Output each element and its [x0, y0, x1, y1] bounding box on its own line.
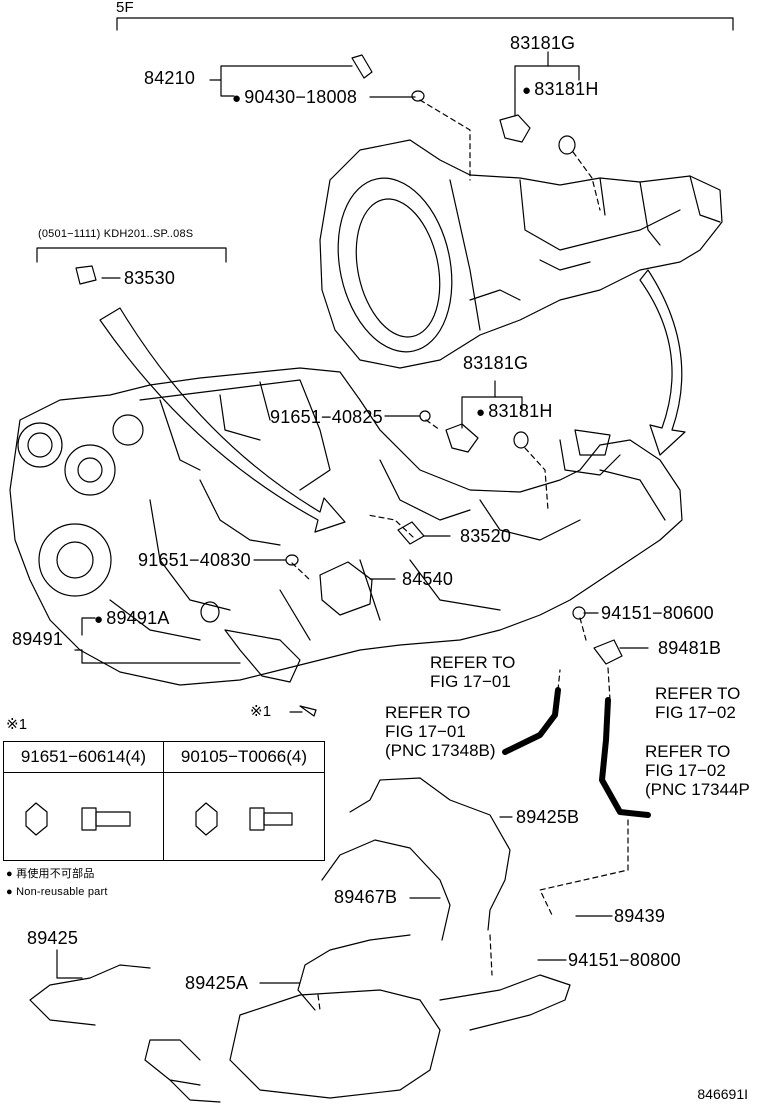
part-83520-glyph — [397, 521, 425, 545]
part-83181-top-glyph — [499, 114, 576, 155]
part-84540-glyph — [319, 561, 373, 616]
kit-table-title: ※1 — [6, 716, 28, 733]
part-91651-40825-glyph — [419, 410, 431, 422]
corner-code: 5F — [116, 0, 134, 16]
refer-note-1[interactable]: REFER TO FIG 17−01 — [430, 653, 515, 691]
part-89491A-glyph — [200, 601, 220, 623]
leader-lines — [56, 51, 649, 984]
part-83181-mid-glyph — [445, 423, 529, 453]
label-89491A[interactable]: 89491A — [94, 609, 170, 627]
figure-id: 846691I — [697, 1086, 748, 1102]
label-83530[interactable]: 83530 — [124, 268, 176, 288]
label-89439[interactable]: 89439 — [614, 906, 666, 926]
harness-89425A — [297, 934, 411, 1011]
label-83520[interactable]: 83520 — [460, 526, 512, 546]
label-83181G-top[interactable]: 83181G — [510, 33, 576, 53]
refer-note-3-line2: FIG 17−01 — [385, 722, 466, 741]
engine-drawing — [9, 367, 683, 686]
kit-table: 91651−60614(4) 90105−T0066(4) — [3, 741, 326, 861]
label-89425B[interactable]: 89425B — [516, 807, 580, 827]
part-89491-glyph — [224, 629, 301, 683]
kit-col2-header[interactable]: 90105−T0066(4) — [162, 741, 326, 773]
label-84210[interactable]: 84210 — [144, 68, 196, 88]
part-84210-glyph — [351, 54, 373, 79]
label-star1-bolt[interactable]: ※1 — [250, 703, 272, 720]
legend-dot-icon: ● — [6, 886, 13, 898]
part-89481B-glyph — [593, 639, 623, 665]
hose-17348B-glyph — [502, 687, 561, 755]
kit-col2-icons — [162, 772, 326, 861]
part-83530-glyph — [75, 265, 97, 285]
refer-note-1-line1: REFER TO — [430, 653, 516, 672]
label-90430-18008[interactable]: 90430−18008 — [232, 88, 357, 106]
label-89491[interactable]: 89491 — [12, 629, 64, 649]
refer-note-2[interactable]: REFER TO FIG 17−02 — [655, 684, 740, 722]
legend-dot-icon: ● — [6, 868, 13, 880]
frame-bracket — [116, 17, 734, 31]
exhaust-drawing — [144, 974, 571, 1103]
label-83181G-mid[interactable]: 83181G — [463, 353, 529, 373]
refer-note-3-line1: REFER TO — [385, 703, 471, 722]
part-90430-glyph — [411, 90, 425, 102]
harness-89467B — [321, 839, 451, 941]
refer-note-3-line3: (PNC 17348B) — [385, 741, 496, 760]
refer-note-4-line2: FIG 17−02 — [645, 761, 726, 780]
legend-text-en: Non-reusable part — [16, 886, 108, 898]
legend-line-en: ● Non-reusable part — [6, 887, 108, 898]
refer-note-4-line3: (PNC 17344P — [645, 780, 750, 799]
applicability-note: (0501−1111) KDH201..SP..08S — [38, 228, 194, 240]
refer-note-2-line1: REFER TO — [655, 684, 741, 703]
label-84540[interactable]: 84540 — [402, 569, 454, 589]
label-89467B[interactable]: 89467B — [334, 887, 398, 907]
dashed-connectors — [291, 99, 629, 1011]
harness-89425 — [29, 964, 151, 1026]
assembly-arrow-left — [99, 307, 346, 533]
kit-col1-header[interactable]: 91651−60614(4) — [3, 741, 164, 773]
label-89425[interactable]: 89425 — [27, 928, 79, 948]
refer-note-4[interactable]: REFER TO FIG 17−02 (PNC 17344P — [645, 742, 750, 799]
part-star1-bolt-glyph — [299, 705, 317, 717]
hose-17344P-glyph — [599, 697, 651, 818]
transmission-drawing — [319, 139, 723, 369]
refer-note-2-line2: FIG 17−02 — [655, 703, 736, 722]
label-83181H-mid[interactable]: 83181H — [476, 402, 553, 420]
legend-line-jp: ● 再使用不可部品 — [6, 869, 95, 880]
label-89481B[interactable]: 89481B — [658, 638, 722, 658]
label-89425A[interactable]: 89425A — [185, 973, 249, 993]
harness-89425B — [349, 777, 511, 931]
label-83181H-top[interactable]: 83181H — [522, 80, 599, 98]
kit-col1-icons — [3, 772, 164, 861]
label-91651-40825[interactable]: 91651−40825 — [270, 407, 383, 427]
legend-text-jp: 再使用不可部品 — [16, 868, 95, 880]
label-94151-80800[interactable]: 94151−80800 — [568, 950, 681, 970]
refer-note-4-line1: REFER TO — [645, 742, 731, 761]
refer-note-3[interactable]: REFER TO FIG 17−01 (PNC 17348B) — [385, 703, 496, 760]
label-91651-40830[interactable]: 91651−40830 — [138, 550, 251, 570]
applicability-bracket — [36, 247, 227, 263]
refer-note-1-line2: FIG 17−01 — [430, 672, 511, 691]
label-94151-80600[interactable]: 94151−80600 — [601, 603, 714, 623]
part-94151-80600-glyph — [572, 606, 586, 620]
assembly-arrow-right — [639, 269, 686, 456]
